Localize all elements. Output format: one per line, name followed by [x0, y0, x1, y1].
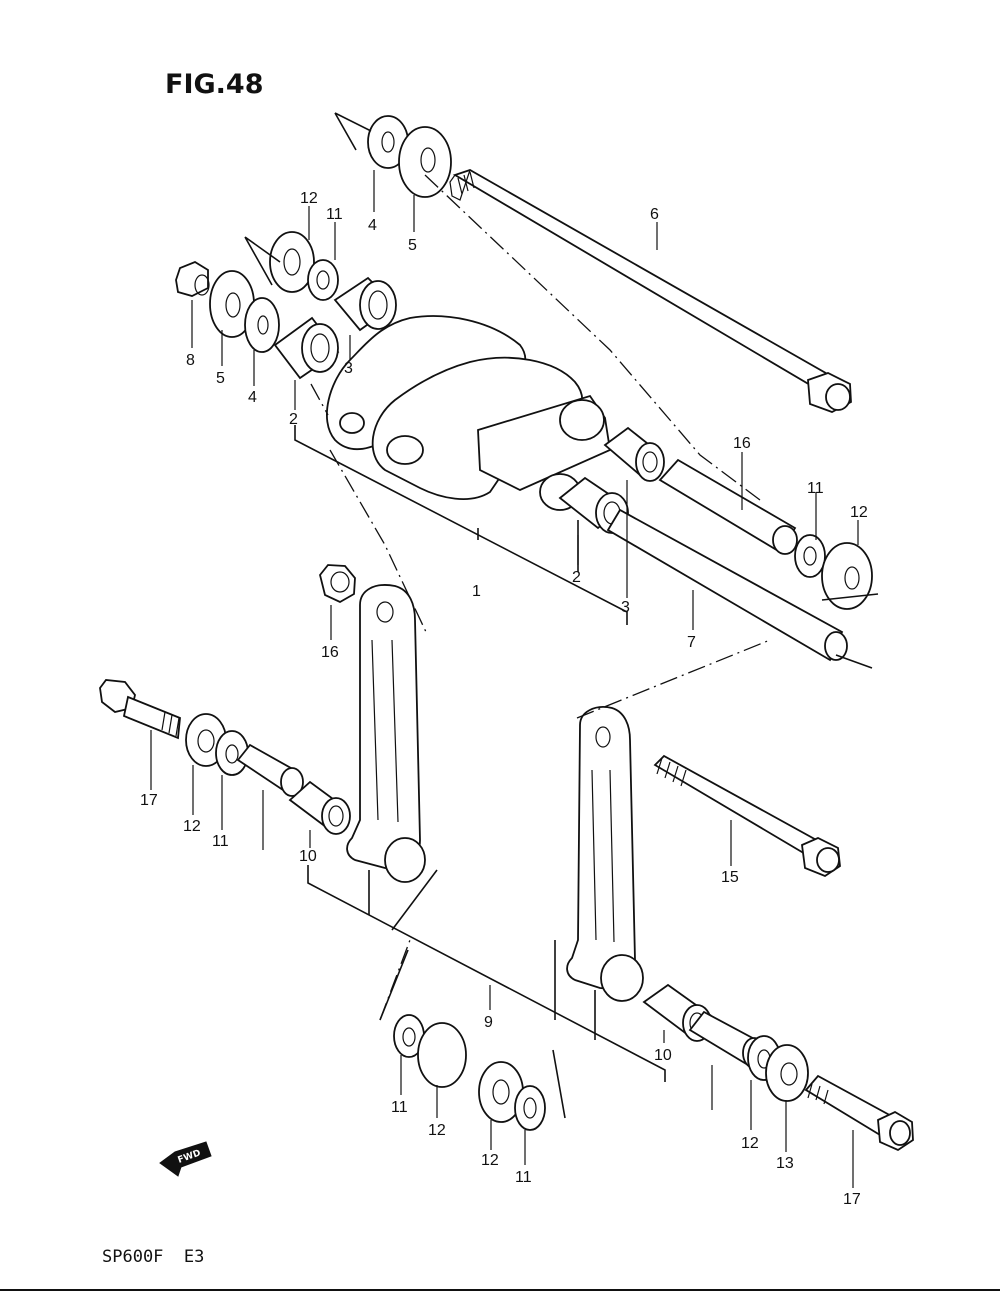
washer-8-nut [175, 260, 210, 297]
washer-12-upper-left [269, 231, 315, 293]
bearing-2-left [273, 316, 340, 380]
washer-5-top [398, 126, 452, 198]
callout-12-right-low: 13 [776, 1155, 794, 1172]
callout-16-left: 17 [140, 792, 158, 809]
cushion-rod-right [566, 706, 644, 1002]
callout-12-right: 12 [850, 504, 868, 521]
spacer-7 [606, 508, 848, 662]
bearing-10-left [288, 780, 351, 835]
callout-8: 8 [186, 352, 195, 369]
washer-11-right [794, 534, 826, 578]
callout-11-right-low: 12 [741, 1135, 759, 1152]
callout-12-bottom-center: 12 [481, 1152, 499, 1169]
callout-11-left-low: 11 [212, 833, 229, 850]
callout-11-right: 11 [807, 480, 824, 497]
bolt-16-right [804, 1074, 914, 1152]
callout-9: 9 [484, 1014, 493, 1031]
figure-title: FIG.48 [165, 69, 263, 100]
bolt-6 [449, 169, 852, 413]
callout-5-top: 5 [408, 237, 417, 254]
callout-1: 1 [472, 583, 481, 600]
washer-12-right-low [765, 1044, 809, 1102]
callout-2-left: 2 [289, 411, 298, 428]
spacer-14 [658, 458, 798, 555]
callout-10-right: 10 [654, 1047, 672, 1064]
callout-16-right: 17 [843, 1191, 861, 1208]
callout-13: 15 [721, 869, 739, 886]
callout-6: 6 [650, 206, 659, 223]
callout-3-right: 3 [621, 599, 630, 616]
callout-12-top-left: 12 [300, 190, 318, 207]
model-code: SP600F E3 [102, 1247, 204, 1267]
callout-11-bottom-left: 11 [391, 1099, 408, 1116]
cushion-lever [326, 315, 611, 511]
washer-12-right [821, 542, 873, 610]
callout-2-right: 2 [572, 569, 581, 586]
fwd-arrow-icon: FWD [159, 1141, 212, 1177]
washer-11-left-low [215, 730, 249, 776]
callout-4-left: 4 [248, 389, 257, 406]
callout-11-bottom-center: 11 [515, 1169, 532, 1186]
washer-4-left [244, 297, 280, 353]
nut-15 [319, 564, 356, 604]
callout-10-left: 10 [299, 848, 317, 865]
callout-3-left: 3 [344, 360, 353, 377]
bearing-3-right [603, 426, 665, 482]
callout-12-left-low: 12 [183, 818, 201, 835]
callout-14: 16 [733, 435, 751, 452]
bolt-13 [653, 754, 841, 878]
washer-12-bottom-center [478, 1061, 524, 1123]
washer-12-bottom-left [417, 1022, 467, 1088]
cushion-rod-left [346, 584, 426, 883]
washer-11-bottom-center [514, 1085, 546, 1131]
spacer-17-left [236, 743, 304, 797]
callout-15: 16 [321, 644, 339, 661]
callout-12-bottom-left: 12 [428, 1122, 446, 1139]
bolt-16-left [99, 679, 181, 740]
callout-11-top-left: 11 [326, 206, 343, 223]
bearing-3-left [333, 276, 397, 332]
callout-5-left: 5 [216, 370, 225, 387]
callout-4-top: 4 [368, 217, 377, 234]
callout-7: 7 [687, 634, 696, 651]
washer-11-upper-left [307, 259, 339, 301]
